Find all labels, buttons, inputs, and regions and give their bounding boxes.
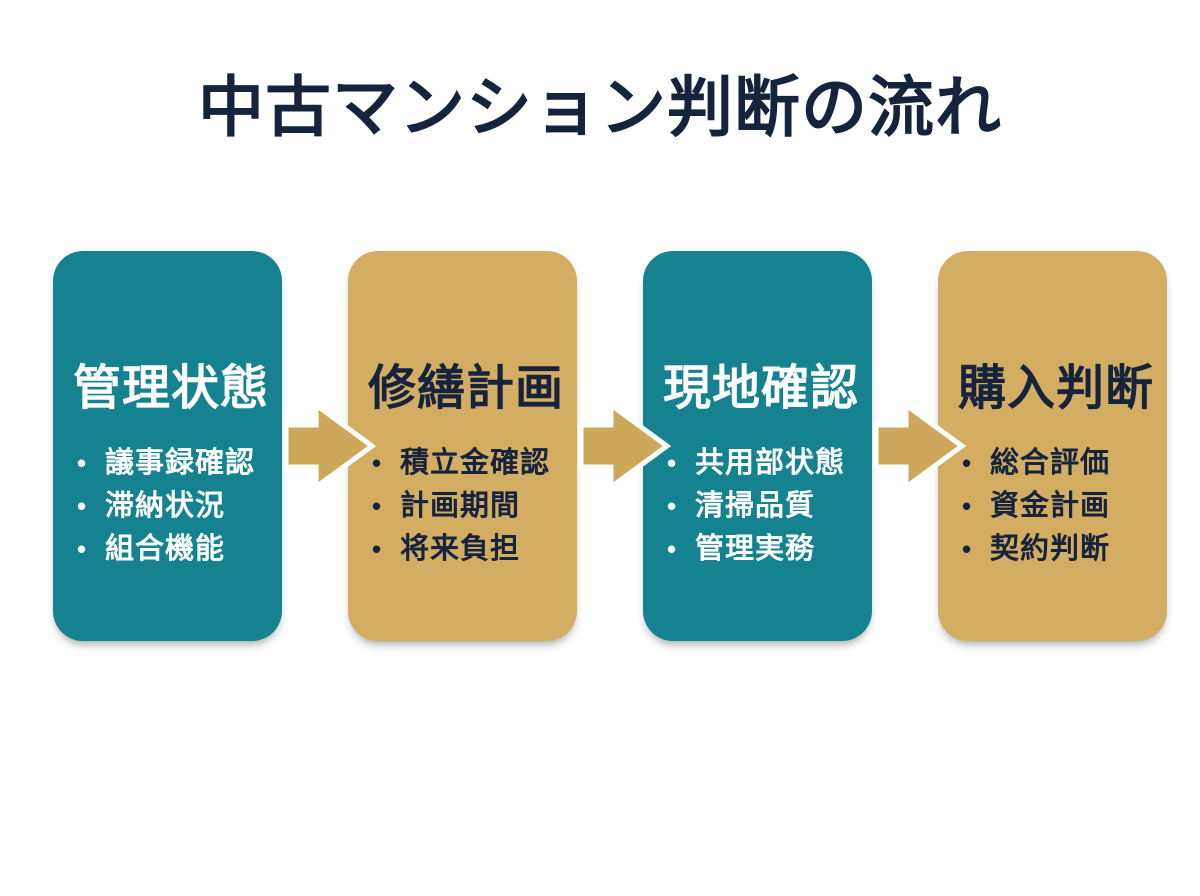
list-item: • 議事録確認 [77, 442, 266, 485]
list-item: • 組合機能 [77, 528, 266, 571]
list-item-label: 議事録確認 [105, 447, 256, 480]
list-item-label: 積立金確認 [400, 447, 551, 480]
list-item: • 滞納状況 [77, 485, 266, 528]
bullet-icon: • [77, 534, 88, 565]
list-item: • 清掃品質 [667, 485, 856, 528]
step-item-list: • 共用部状態 • 清掃品質 • 管理実務 [663, 442, 856, 571]
step-card-repair-plan: 修繕計画 • 積立金確認 • 計画期間 • 将来負担 [348, 251, 577, 641]
list-item: • 共用部状態 [667, 442, 856, 485]
list-item-label: 資金計画 [990, 490, 1111, 523]
list-item: • 計画期間 [372, 485, 561, 528]
step-title: 現地確認 [663, 362, 860, 415]
step-item-list: • 議事録確認 • 滞納状況 • 組合機能 [73, 442, 266, 571]
bullet-icon: • [962, 448, 973, 479]
bullet-icon: • [667, 448, 678, 479]
list-item: • 積立金確認 [372, 442, 561, 485]
bullet-icon: • [667, 534, 678, 565]
list-item-label: 計画期間 [400, 490, 521, 523]
flow-arrow-icon [578, 398, 672, 494]
bullet-icon: • [77, 491, 88, 522]
list-item-label: 管理実務 [695, 533, 816, 566]
bullet-icon: • [372, 534, 383, 565]
list-item-label: 共用部状態 [695, 447, 846, 480]
step-title: 購入判断 [958, 362, 1155, 415]
list-item: • 管理実務 [667, 528, 856, 571]
bullet-icon: • [962, 534, 973, 565]
flow-arrow-icon [283, 398, 377, 494]
list-item: • 契約判断 [962, 528, 1151, 571]
list-item: • 将来負担 [372, 528, 561, 571]
list-item-label: 将来負担 [400, 533, 521, 566]
list-item: • 総合評価 [962, 442, 1151, 485]
list-item-label: 滞納状況 [105, 490, 226, 523]
list-item-label: 総合評価 [990, 447, 1111, 480]
list-item: • 資金計画 [962, 485, 1151, 528]
step-item-list: • 積立金確認 • 計画期間 • 将来負担 [368, 442, 561, 571]
bullet-icon: • [77, 448, 88, 479]
step-card-purchase-decision: 購入判断 • 総合評価 • 資金計画 • 契約判断 [938, 251, 1167, 641]
flow-diagram: 管理状態 • 議事録確認 • 滞納状況 • 組合機能 [53, 251, 1167, 641]
bullet-icon: • [372, 448, 383, 479]
step-title: 修繕計画 [368, 362, 565, 415]
step-title: 管理状態 [73, 362, 270, 415]
bullet-icon: • [372, 491, 383, 522]
bullet-icon: • [962, 491, 973, 522]
page-title: 中古マンション判断の流れ [198, 70, 1002, 144]
list-item-label: 組合機能 [105, 533, 226, 566]
list-item-label: 清掃品質 [695, 490, 816, 523]
list-item-label: 契約判断 [990, 533, 1111, 566]
bullet-icon: • [667, 491, 678, 522]
step-card-management-status: 管理状態 • 議事録確認 • 滞納状況 • 組合機能 [53, 251, 282, 641]
step-item-list: • 総合評価 • 資金計画 • 契約判断 [958, 442, 1151, 571]
step-card-site-check: 現地確認 • 共用部状態 • 清掃品質 • 管理実務 [643, 251, 872, 641]
flow-arrow-icon [873, 398, 967, 494]
